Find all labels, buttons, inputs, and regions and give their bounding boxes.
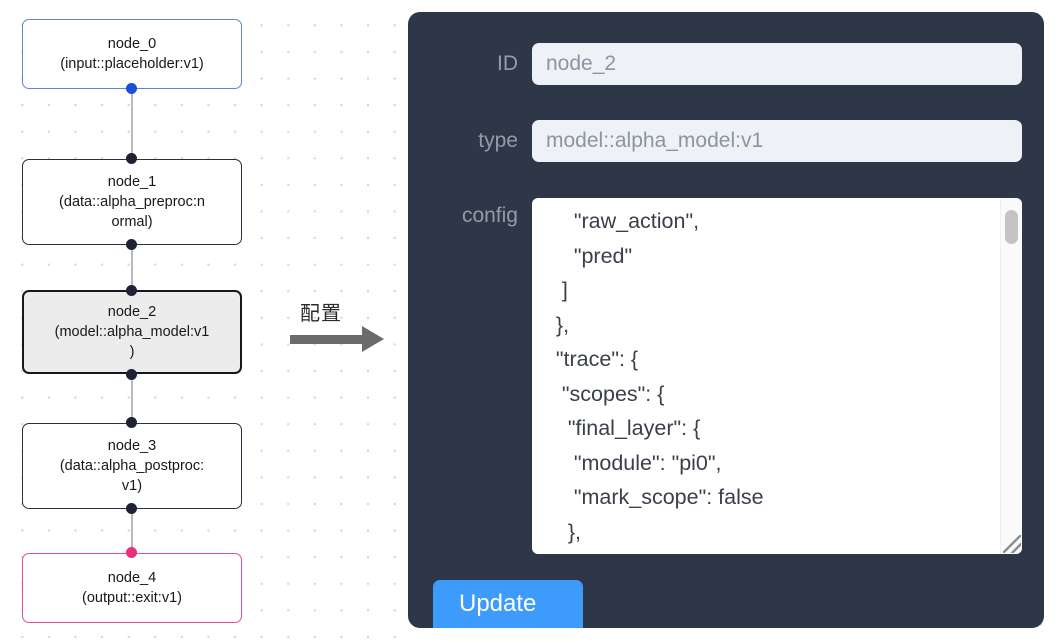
transition-annotation: 配置 <box>287 297 397 367</box>
node-title: node_4 <box>107 570 157 586</box>
field-row-id: ID <box>408 43 1044 85</box>
port-node_2-out[interactable] <box>126 369 137 380</box>
node-title: node_0 <box>107 36 157 52</box>
right-arrow-icon <box>290 335 364 344</box>
graph-node-node_3[interactable]: node_3 (data::alpha_postproc: v1) <box>22 423 242 509</box>
graph-node-node_2[interactable]: node_2 (model::alpha_model:v1 ) <box>22 290 242 374</box>
edge-node2-node3 <box>131 374 133 420</box>
config-scrollbar[interactable] <box>1000 198 1022 554</box>
edge-node3-node4 <box>131 508 133 550</box>
graph-node-node_4[interactable]: node_4 (output::exit:v1) <box>22 553 242 623</box>
port-node_3-in[interactable] <box>126 417 137 428</box>
node-title: node_1 <box>107 174 157 190</box>
port-node_2-in[interactable] <box>126 285 137 296</box>
node-subtitle: (model::alpha_model:v1 ) <box>54 324 210 360</box>
port-node_3-out[interactable] <box>126 503 137 514</box>
update-button[interactable]: Update <box>433 580 583 628</box>
graph-node-node_1[interactable]: node_1 (data::alpha_preproc:n ormal) <box>22 159 242 245</box>
resize-handle-icon[interactable] <box>1003 535 1021 553</box>
transition-label: 配置 <box>300 301 342 325</box>
edge-node1-node2 <box>131 245 133 291</box>
type-input[interactable] <box>532 120 1022 162</box>
port-node_4-in[interactable] <box>126 547 137 558</box>
node-title: node_3 <box>107 438 157 454</box>
field-row-config: config "raw_action", "pred" ] }, "trace"… <box>408 198 1044 554</box>
right-arrow-head-icon <box>362 326 384 352</box>
field-row-type: type <box>408 120 1044 162</box>
config-text-content[interactable]: "raw_action", "pred" ] }, "trace": { "sc… <box>555 209 764 544</box>
id-label: ID <box>497 52 518 75</box>
config-label: config <box>461 204 518 227</box>
node-subtitle: (data::alpha_preproc:n ormal) <box>59 194 205 230</box>
edge-node0-node1 <box>131 88 133 160</box>
port-node_1-in[interactable] <box>126 153 137 164</box>
node-subtitle: (data::alpha_postproc: v1) <box>59 458 205 494</box>
graph-node-node_0[interactable]: node_0 (input::placeholder:v1) <box>22 19 242 89</box>
node-subtitle: (output::exit:v1) <box>82 590 182 606</box>
type-label: type <box>478 129 518 152</box>
port-node_1-out[interactable] <box>126 239 137 250</box>
config-scrollbar-thumb[interactable] <box>1005 210 1018 244</box>
node-title: node_2 <box>107 304 157 320</box>
config-panel: ID type config "raw_action", "pred" ] },… <box>408 12 1044 628</box>
config-textarea[interactable]: "raw_action", "pred" ] }, "trace": { "sc… <box>532 198 1022 554</box>
node-subtitle: (input::placeholder:v1) <box>60 56 204 72</box>
id-input[interactable] <box>532 43 1022 85</box>
port-node_0-out[interactable] <box>126 83 137 94</box>
